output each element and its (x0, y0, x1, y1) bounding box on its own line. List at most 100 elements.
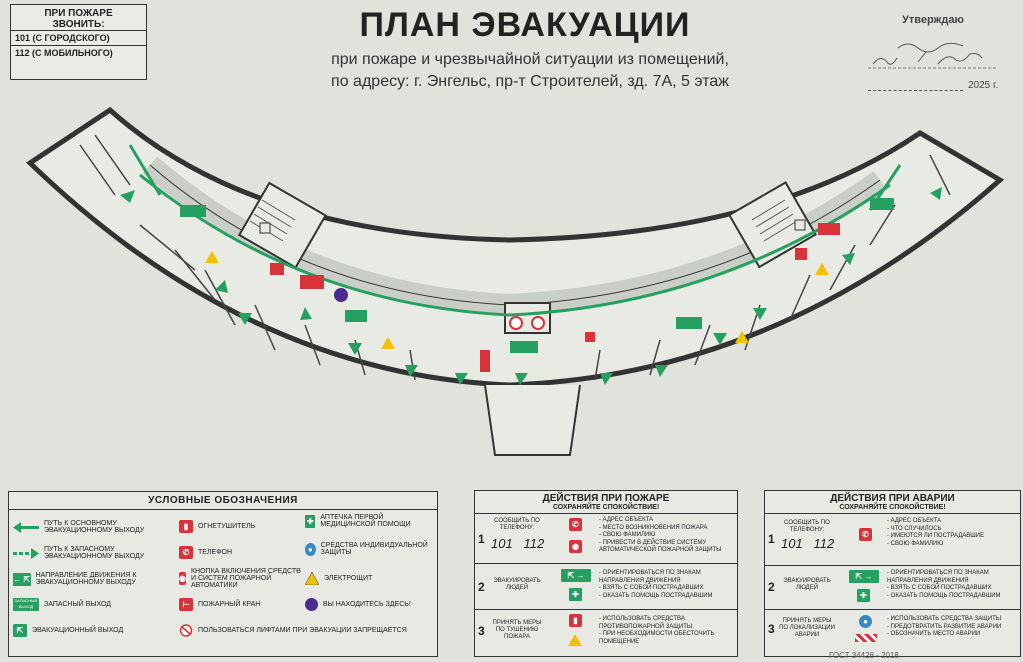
legend-first-aid-label: АПТЕЧКА ПЕРВОЙ МЕДИЦИНСКОЙ ПОМОЩИ (320, 514, 411, 528)
legend-reserve-path-label: ПУТЬ К ЗАПАСНОМУ ЭВАКУАЦИОННОМУ ВЫХОДУ (44, 546, 145, 560)
phone-mobile: 112 (С МОБИЛЬНОГО) (11, 45, 146, 60)
accident-step-1-item: - АДРЕС ОБЪЕКТА (887, 518, 942, 524)
accident-actions-title: ДЕЙСТВИЯ ПРИ АВАРИИ (830, 493, 955, 504)
legend-electric-label: ЭЛЕКТРОЩИТ (324, 575, 373, 582)
fire-phone-112: 112 (523, 536, 545, 551)
legend-evac-exit: ⇱ ЭВАКУАЦИОННЫЙ ВЫХОД (13, 624, 173, 637)
legend-no-elevator-label: ПОЛЬЗОВАТЬСЯ ЛИФТАМИ ПРИ ЭВАКУАЦИИ ЗАПРЕ… (198, 627, 407, 634)
signature-image (868, 42, 998, 69)
legend-reserve-path: ПУТЬ К ЗАПАСНОМУ ЭВАКУАЦИОННОМУ ВЫХОДУ (13, 546, 173, 560)
phone-box-title: ПРИ ПОЖАРЕ ЗВОНИТЬ: (44, 8, 113, 30)
accident-exit-sign-icon: ⇱ → (849, 570, 879, 583)
first-aid-icon: ✚ (305, 514, 316, 528)
fire-actions-box: ДЕЙСТВИЯ ПРИ ПОЖАРЕ СОХРАНЯЙТЕ СПОКОЙСТВ… (474, 490, 738, 657)
fire-step-1-item: - СВОЮ ФАМИЛИЮ (599, 532, 656, 538)
accident-actions-header: ДЕЙСТВИЯ ПРИ АВАРИИ СОХРАНЯЙТЕ СПОКОЙСТВ… (765, 491, 1020, 514)
fire-phone-101: 101 (491, 536, 513, 551)
fire-phone-icon: ✆ (569, 518, 582, 531)
legend-ppe: ● СРЕДСТВА ИНДИВИДУАЛЬНОЙ ЗАЩИТЫ (305, 542, 435, 556)
fire-step-2-list: - ОРИЕНТИРОВАТЬСЯ ПО ЗНАКАМ НАПРАВЛЕНИЯ … (599, 570, 734, 600)
legend-electric: ЭЛЕКТРОЩИТ (304, 571, 435, 586)
gost-reference: ГОСТ 34428 - 2018 (829, 651, 899, 660)
fire-hydrant-icon: ⊢ (179, 598, 193, 611)
legend-reserve-exit: ЗАПАСНЫЙ ВЫХОД ЗАПАСНЫЙ ВЫХОД (13, 598, 173, 611)
fire-step-3-label: ПРИНЯТЬ МЕРЫ ПО ТУШЕНИЮ ПОЖАРА (492, 620, 542, 640)
date-line (868, 90, 963, 91)
fire-step-1-num: 1 (478, 532, 485, 546)
approval-year: 2025 г. (968, 80, 999, 91)
plan-fire-equipment (270, 223, 840, 372)
fire-alarm-button-icon: ◉ (569, 540, 582, 553)
exit-running-man-icon: ⇱ (13, 624, 27, 637)
legend-no-elevator: ПОЛЬЗОВАТЬСЯ ЛИФТАМИ ПРИ ЭВАКУАЦИИ ЗАПРЕ… (179, 624, 434, 637)
accident-step-2-item: - ВЗЯТЬ С СОБОЙ ПОСТРАДАВШИХ (887, 585, 992, 591)
legend-first-aid: ✚ АПТЕЧКА ПЕРВОЙ МЕДИЦИНСКОЙ ПОМОЩИ (305, 514, 435, 528)
reserve-exit-sign-icon: ЗАПАСНЫЙ ВЫХОД (13, 598, 39, 611)
phone-city: 101 (С ГОРОДСКОГО) (11, 30, 146, 45)
accident-step-1-item: - СВОЮ ФАМИЛИЮ (887, 540, 944, 547)
emergency-phone-box: ПРИ ПОЖАРЕ ЗВОНИТЬ: 101 (С ГОРОДСКОГО) 1… (10, 4, 147, 80)
accident-step-2-num: 2 (768, 580, 775, 594)
fire-step-1-item: - АДРЕС ОБЪЕКТА (599, 517, 654, 523)
legend-hydrant-label: ПОЖАРНЫЙ КРАН (198, 601, 261, 608)
fire-step-2-label: ЭВАКУИРОВАТЬ ЛЮДЕЙ (493, 578, 541, 591)
entrance-bay (484, 384, 581, 456)
legend-phone: ✆ ТЕЛЕФОН (179, 546, 299, 559)
accident-step-1: 1 СООБЩИТЬ ПО ТЕЛЕФОНУ: 101 112 ✆ - АДРЕ… (765, 513, 1020, 566)
accident-step-2-item: - ОКАЗАТЬ ПОМОЩЬ ПОСТРАДАВШИМ (887, 592, 1001, 599)
fire-step-1: 1 СООБЩИТЬ ПО ТЕЛЕФОНУ: 101 112 ✆ ◉ - АД… (475, 513, 737, 564)
accident-actions-box: ДЕЙСТВИЯ ПРИ АВАРИИ СОХРАНЯЙТЕ СПОКОЙСТВ… (764, 490, 1021, 657)
fire-step-3-list: - ИСПОЛЬЗОВАТЬ СРЕДСТВА ПРОТИВОПОЖАРНОЙ … (599, 616, 734, 646)
accident-actions-subtitle: СОХРАНЯЙТЕ СПОКОЙСТВИЕ! (839, 504, 946, 511)
accident-step-3-label: ПРИНЯТЬ МЕРЫ ПО ЛОКАЛИЗАЦИИ АВАРИИ (779, 618, 835, 638)
electric-panel-icon (304, 571, 320, 586)
you-are-here-marker (334, 288, 348, 302)
floor-plan (26, 106, 1005, 456)
fire-exit-sign-icon: ⇱ → (561, 569, 591, 582)
legend-hydrant: ⊢ ПОЖАРНЫЙ КРАН (179, 598, 299, 611)
fire-extinguisher-icon: ▮ (569, 614, 582, 627)
legend-extinguisher: ▮ ОГНЕТУШИТЕЛЬ (179, 520, 299, 533)
fire-step-2-item: - ОКАЗАТЬ ПОМОЩЬ ПОСТРАДАВШИМ (599, 592, 713, 599)
ppe-icon: ● (305, 542, 316, 556)
legend-phone-label: ТЕЛЕФОН (198, 549, 233, 556)
accident-step-1-item: - ИМЕЮТСЯ ЛИ ПОСТРАДАВШИЕ (887, 533, 985, 539)
accident-step-3: 3 ПРИНЯТЬ МЕРЫ ПО ЛОКАЛИЗАЦИИ АВАРИИ ● -… (765, 609, 1020, 655)
page-subtitle: при пожаре и чрезвычайной ситуации из по… (240, 49, 820, 93)
legend-main-path: ПУТЬ К ОСНОВНОМУ ЭВАКУАЦИОННОМУ ВЫХОДУ (13, 520, 173, 534)
legend-ppe-label: СРЕДСТВА ИНДИВИДУАЛЬНОЙ ЗАЩИТЫ (320, 542, 428, 556)
accident-step-2-list: - ОРИЕНТИРОВАТЬСЯ ПО ЗНАКАМ НАПРАВЛЕНИЯ … (887, 570, 1017, 600)
fire-step-3-item: - ПРИ НЕОБХОДИМОСТИ ОБЕСТОЧИТЬ ПОМЕЩЕНИЕ (599, 631, 715, 645)
legend-button-label: КНОПКА ВКЛЮЧЕНИЯ СРЕДСТВ И СИСТЕМ ПОЖАРН… (190, 568, 301, 589)
staircase-right (727, 181, 817, 269)
accident-step-1-label: СООБЩИТЬ ПО ТЕЛЕФОНУ: (784, 520, 830, 533)
fire-step-3-num: 3 (478, 624, 485, 638)
approval-label: Утверждаю (902, 14, 964, 26)
legend-you-are-here: ВЫ НАХОДИТЕСЬ ЗДЕСЬ! (305, 598, 435, 611)
legend-main-path-label: ПУТЬ К ОСНОВНОМУ ЭВАКУАЦИОННОМУ ВЫХОДУ (44, 520, 145, 534)
plan-electric-panels (205, 251, 829, 349)
accident-step-3-item: - ПРЕДОТВРАТИТЬ РАЗВИТИЕ АВАРИИ (887, 623, 1002, 630)
main-path-arrow-icon (13, 521, 39, 534)
fire-step-2-num: 2 (478, 580, 485, 594)
fire-step-2-item: - ВЗЯТЬ С СОБОЙ ПОСТРАДАВШИХ (599, 585, 704, 591)
direction-sign-icon: ← ⇱ (13, 572, 31, 586)
extinguisher-icon: ▮ (179, 520, 193, 533)
you-are-here-icon (305, 598, 318, 611)
building-outline (26, 106, 1005, 388)
fire-electric-icon (568, 634, 582, 646)
accident-barrier-icon (855, 634, 877, 642)
legend-title: УСЛОВНЫЕ ОБОЗНАЧЕНИЯ (9, 492, 437, 510)
page-title: ПЛАН ЭВАКУАЦИИ (359, 6, 691, 44)
staircase-left (237, 181, 327, 269)
legend-evac-exit-label: ЭВАКУАЦИОННЫЙ ВЫХОД (32, 627, 124, 634)
accident-step-1-phones: 101 112 (781, 536, 834, 551)
fire-first-aid-icon: ✚ (569, 588, 582, 601)
fire-step-3-item: - ИСПОЛЬЗОВАТЬ СРЕДСТВА ПРОТИВОПОЖАРНОЙ … (599, 616, 693, 630)
fire-step-2: 2 ЭВАКУИРОВАТЬ ЛЮДЕЙ ⇱ → ✚ - ОРИЕНТИРОВА… (475, 563, 737, 610)
fire-actions-title: ДЕЙСТВИЯ ПРИ ПОЖАРЕ (542, 493, 670, 504)
subtitle-line-2: по адресу: г. Энгельс, пр-т Строителей, … (331, 73, 729, 90)
telephone-icon: ✆ (179, 546, 193, 559)
fire-step-1-item: - ПРИВЕСТИ В ДЕЙСТВИЕ СИСТЕМУ АВТОМАТИЧЕ… (599, 539, 722, 554)
fire-step-1-phones: 101 112 (491, 536, 544, 551)
